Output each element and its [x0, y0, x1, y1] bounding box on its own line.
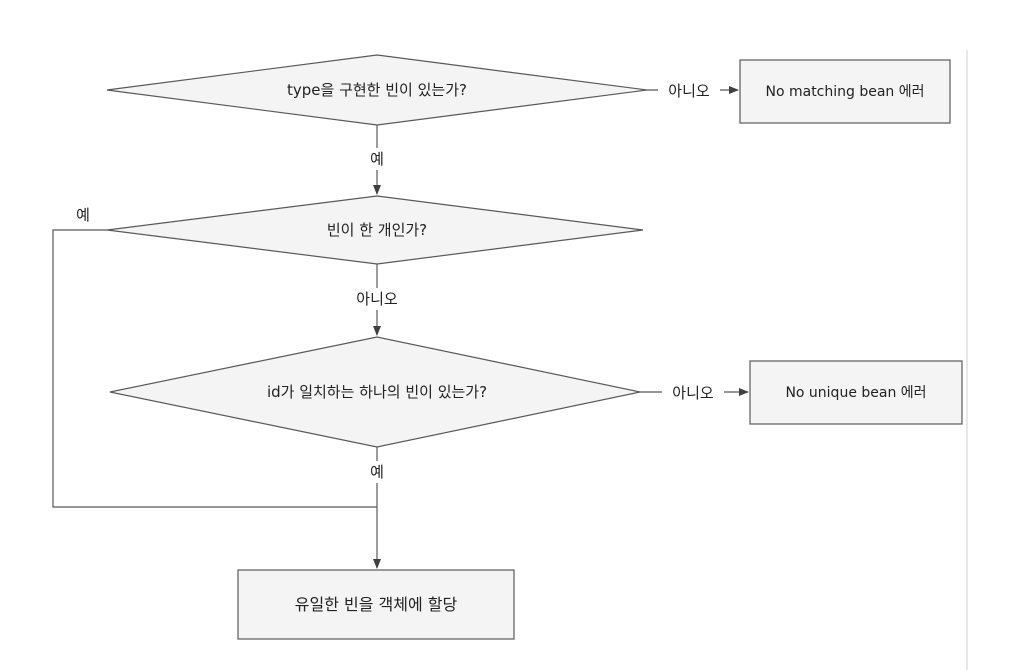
edge-label-q-single-no: 아니오 [356, 290, 398, 308]
edge-label-bg [363, 148, 391, 170]
error-no-unique-text: No unique bean 에러 [785, 385, 926, 401]
decision-single-diamond [106, 195, 644, 265]
edge-label-q-type-no: 아니오 [668, 82, 710, 100]
edge-label-bg [658, 80, 720, 102]
decision-id-text: id가 일치하는 하나의 빈이 있는가? [267, 383, 487, 401]
assign-box [237, 569, 515, 640]
decision-type-text: type을 구현한 빈이 있는가? [287, 81, 467, 99]
edge-label-q-single-yes: 예 [76, 206, 90, 224]
edge-label-q-id-yes: 예 [370, 463, 384, 481]
edge-label-bg [345, 288, 409, 310]
error-no-matching-box [739, 59, 951, 124]
assign-text: 유일한 빈을 객체에 할당 [295, 595, 458, 614]
edge-label-q-id-no: 아니오 [672, 384, 714, 402]
error-no-matching-text: No matching bean 에러 [765, 84, 924, 100]
edge-label-q-type-yes: 예 [370, 150, 384, 168]
edge-label-bg [662, 382, 724, 404]
edge-q-single-yes [52, 229, 377, 508]
decision-single-text: 빈이 한 개인가? [327, 221, 427, 239]
edge-label-bg [363, 461, 391, 483]
error-no-unique-box [749, 360, 963, 425]
